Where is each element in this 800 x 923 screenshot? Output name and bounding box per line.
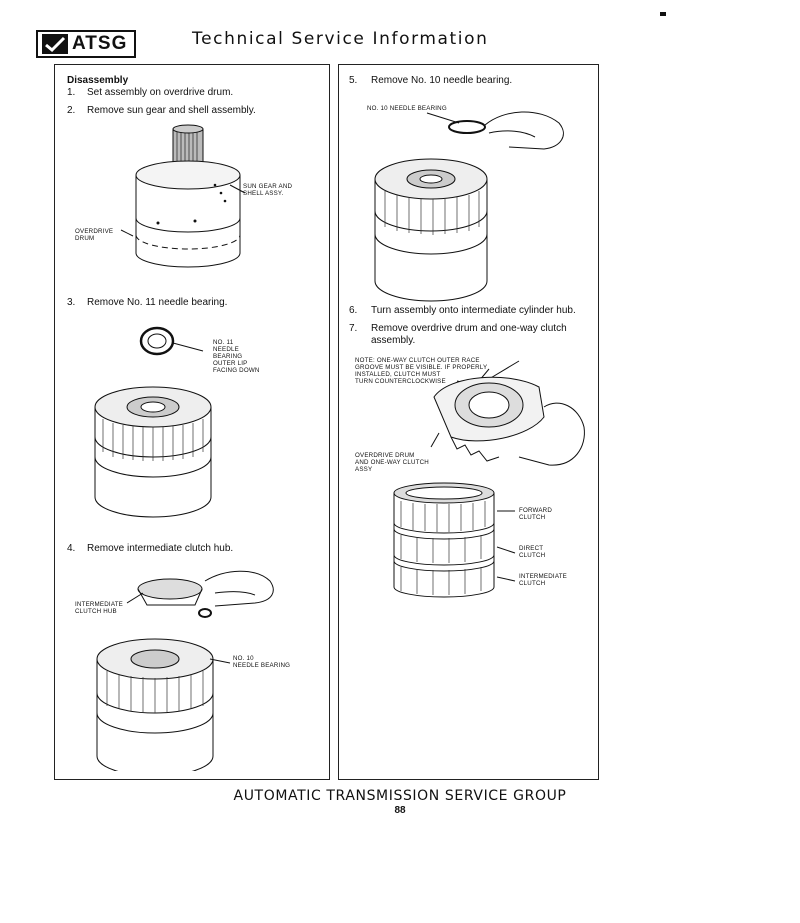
step-5-num: 5.	[349, 75, 358, 86]
step-4-text: Remove intermediate clutch hub.	[87, 543, 234, 554]
label-int-hub-2: CLUTCH HUB	[75, 608, 117, 615]
step-6-text: Turn assembly onto intermediate cylinder…	[371, 305, 576, 316]
section-title: Disassembly	[67, 75, 129, 86]
logo-text: ATSG	[72, 33, 128, 54]
intermediate-hub-illustration	[96, 570, 274, 771]
label-intermediate-2: CLUTCH	[519, 580, 546, 587]
step-1-num: 1.	[67, 87, 76, 98]
label-sun-gear-1: SUN GEAR AND	[243, 183, 293, 190]
atsg-logo-icon	[42, 34, 68, 54]
corner-mark	[660, 12, 666, 16]
sun-gear-overdrive-illustration	[120, 124, 246, 268]
footer-group-name: AUTOMATIC TRANSMISSION SERVICE GROUP	[233, 788, 567, 804]
step-1-text: Set assembly on overdrive drum.	[87, 87, 234, 98]
label-note-4: TURN COUNTERCLOCKWISE	[355, 378, 446, 385]
label-direct-2: CLUTCH	[519, 552, 546, 559]
label-no11-5: FACING DOWN	[213, 367, 260, 374]
label-sun-gear-2: SHELL ASSY.	[243, 190, 284, 197]
right-panel: 5. Remove No. 10 needle bearing. NO. 10 …	[338, 64, 599, 780]
label-overdrive-2: DRUM	[75, 235, 95, 242]
step-7-text-cont: assembly.	[371, 335, 416, 346]
label-no11-2: NEEDLE	[213, 346, 239, 353]
label-overdrive-1: OVERDRIVE	[75, 228, 114, 235]
step-2-num: 2.	[67, 105, 76, 116]
label-no10-1: NO. 10	[233, 655, 254, 662]
step-6-num: 6.	[349, 305, 358, 316]
label-no10-2: NEEDLE BEARING	[233, 662, 291, 669]
step-7-text: Remove overdrive drum and one-way clutch	[371, 323, 567, 334]
label-od-drum-2: AND ONE-WAY CLUTCH	[355, 459, 429, 466]
label-no11-1: NO. 11	[213, 339, 234, 346]
step-5-text: Remove No. 10 needle bearing.	[371, 75, 513, 86]
atsg-logo: ATSG	[36, 30, 136, 58]
label-od-drum-3: ASSY	[355, 466, 373, 473]
label-note-1: NOTE: ONE-WAY CLUTCH OUTER RACE	[355, 357, 480, 364]
label-no11-3: BEARING	[213, 353, 243, 360]
label-int-hub-1: INTERMEDIATE	[75, 601, 124, 608]
label-forward-1: FORWARD	[519, 507, 553, 514]
label-direct-1: DIRECT	[519, 545, 544, 552]
step-3-num: 3.	[67, 297, 76, 308]
label-forward-2: CLUTCH	[519, 514, 546, 521]
left-panel: Disassembly 1. Set assembly on overdrive…	[54, 64, 330, 780]
overdrive-oneway-illustration	[430, 360, 585, 466]
step-7-num: 7.	[349, 323, 358, 334]
label-note-2: GROOVE MUST BE VISIBLE. IF PROPERLY	[355, 364, 488, 371]
label-no10-bearing: NO. 10 NEEDLE BEARING	[367, 105, 447, 112]
clutch-packs-illustration	[393, 482, 516, 598]
step-4-num: 4.	[67, 543, 76, 554]
no10-bearing-illustration	[374, 111, 564, 302]
label-od-drum-1: OVERDRIVE DRUM	[355, 452, 415, 459]
no11-bearing-illustration	[94, 326, 212, 518]
step-3-text: Remove No. 11 needle bearing.	[87, 297, 228, 308]
label-note-3: INSTALLED, CLUTCH MUST	[355, 371, 441, 378]
label-no11-4: OUTER LIP	[213, 360, 248, 367]
step-2-text: Remove sun gear and shell assembly.	[87, 105, 256, 116]
page-title: Technical Service Information	[192, 29, 489, 49]
page-number: 88	[394, 805, 406, 816]
label-intermediate-1: INTERMEDIATE	[519, 573, 568, 580]
